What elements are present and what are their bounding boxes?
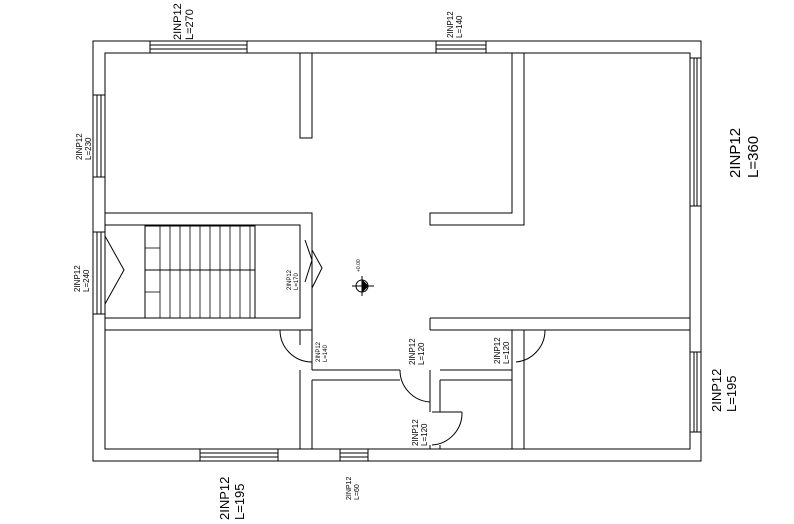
label-level-mark: +0.00 [356, 259, 362, 272]
window-right-upper [689, 57, 702, 207]
wall-room1-right [299, 53, 313, 139]
svg-text:2INP12: 2INP12 [727, 128, 744, 178]
outer-wall-outer-line [92, 40, 702, 462]
svg-text:L=230: L=230 [84, 137, 93, 160]
svg-text:L=120: L=120 [417, 342, 426, 365]
door-hall [279, 329, 313, 363]
window-bottom-center [339, 448, 369, 462]
svg-text:L=140: L=140 [323, 344, 329, 362]
level-marker-icon [352, 276, 374, 296]
window-top-left [149, 40, 248, 54]
window-top-center [435, 40, 487, 54]
svg-text:2INP12: 2INP12 [217, 477, 232, 520]
svg-text:2INP12: 2INP12 [75, 133, 84, 160]
label-center-door: 2INP12 L=120 [408, 338, 426, 365]
svg-text:L=60: L=60 [354, 484, 361, 500]
svg-text:2INP12: 2INP12 [411, 419, 420, 446]
label-right-door: 2INP12 L=120 [493, 337, 511, 364]
stair-side-door [304, 239, 323, 289]
svg-text:2INP12: 2INP12 [446, 11, 455, 38]
label-bath-door: 2INP12 L=120 [411, 419, 429, 446]
svg-text:2INP12: 2INP12 [709, 369, 724, 412]
label-top-center: 2INP12 L=140 [446, 11, 464, 38]
door-right [512, 329, 546, 363]
label-bottom-left: 2INP12 L=195 [217, 477, 247, 520]
label-right-lower: 2INP12 L=195 [709, 369, 739, 412]
outer-wall-inner-line [104, 52, 691, 450]
svg-text:2INP12: 2INP12 [346, 477, 353, 500]
svg-text:2INP12: 2INP12 [408, 338, 417, 365]
wall-room1-bottom [105, 212, 313, 230]
svg-text:L=120: L=120 [502, 341, 511, 364]
label-stair-inner: 2INP12 L=170 [287, 269, 300, 290]
svg-text:L=195: L=195 [232, 483, 247, 520]
door-center [399, 369, 431, 410]
svg-text:+0.00: +0.00 [356, 259, 362, 272]
stair-treads [145, 226, 251, 318]
svg-text:L=120: L=120 [420, 423, 429, 446]
svg-text:L=270: L=270 [184, 9, 196, 40]
svg-text:2INP12: 2INP12 [172, 3, 184, 40]
label-right-upper: 2INP12 L=360 [727, 128, 762, 178]
wall-stair-bottom [105, 230, 301, 319]
svg-text:2INP12: 2INP12 [287, 269, 293, 290]
label-left-upper: 2INP12 L=230 [75, 133, 93, 160]
svg-text:2INP12: 2INP12 [493, 337, 502, 364]
svg-text:L=195: L=195 [724, 375, 739, 412]
svg-text:L=140: L=140 [455, 15, 464, 38]
window-left-upper [92, 94, 106, 178]
door-bath [431, 411, 463, 446]
svg-text:L=360: L=360 [745, 136, 762, 178]
window-right-lower [689, 351, 702, 433]
label-hall-door: 2INP12 L=140 [316, 341, 329, 362]
svg-text:L=240: L=240 [82, 269, 91, 292]
wall-room2-right [429, 53, 525, 226]
label-left-stair: 2INP12 L=240 [73, 265, 91, 292]
svg-text:2INP12: 2INP12 [316, 341, 322, 362]
svg-text:L=170: L=170 [294, 272, 300, 290]
label-bottom-center: 2INP12 L=60 [346, 477, 361, 500]
svg-text:2INP12: 2INP12 [73, 265, 82, 292]
label-top-left: 2INP12 L=270 [172, 3, 196, 40]
window-bottom-left [199, 448, 279, 462]
window-left-stair [92, 231, 125, 315]
